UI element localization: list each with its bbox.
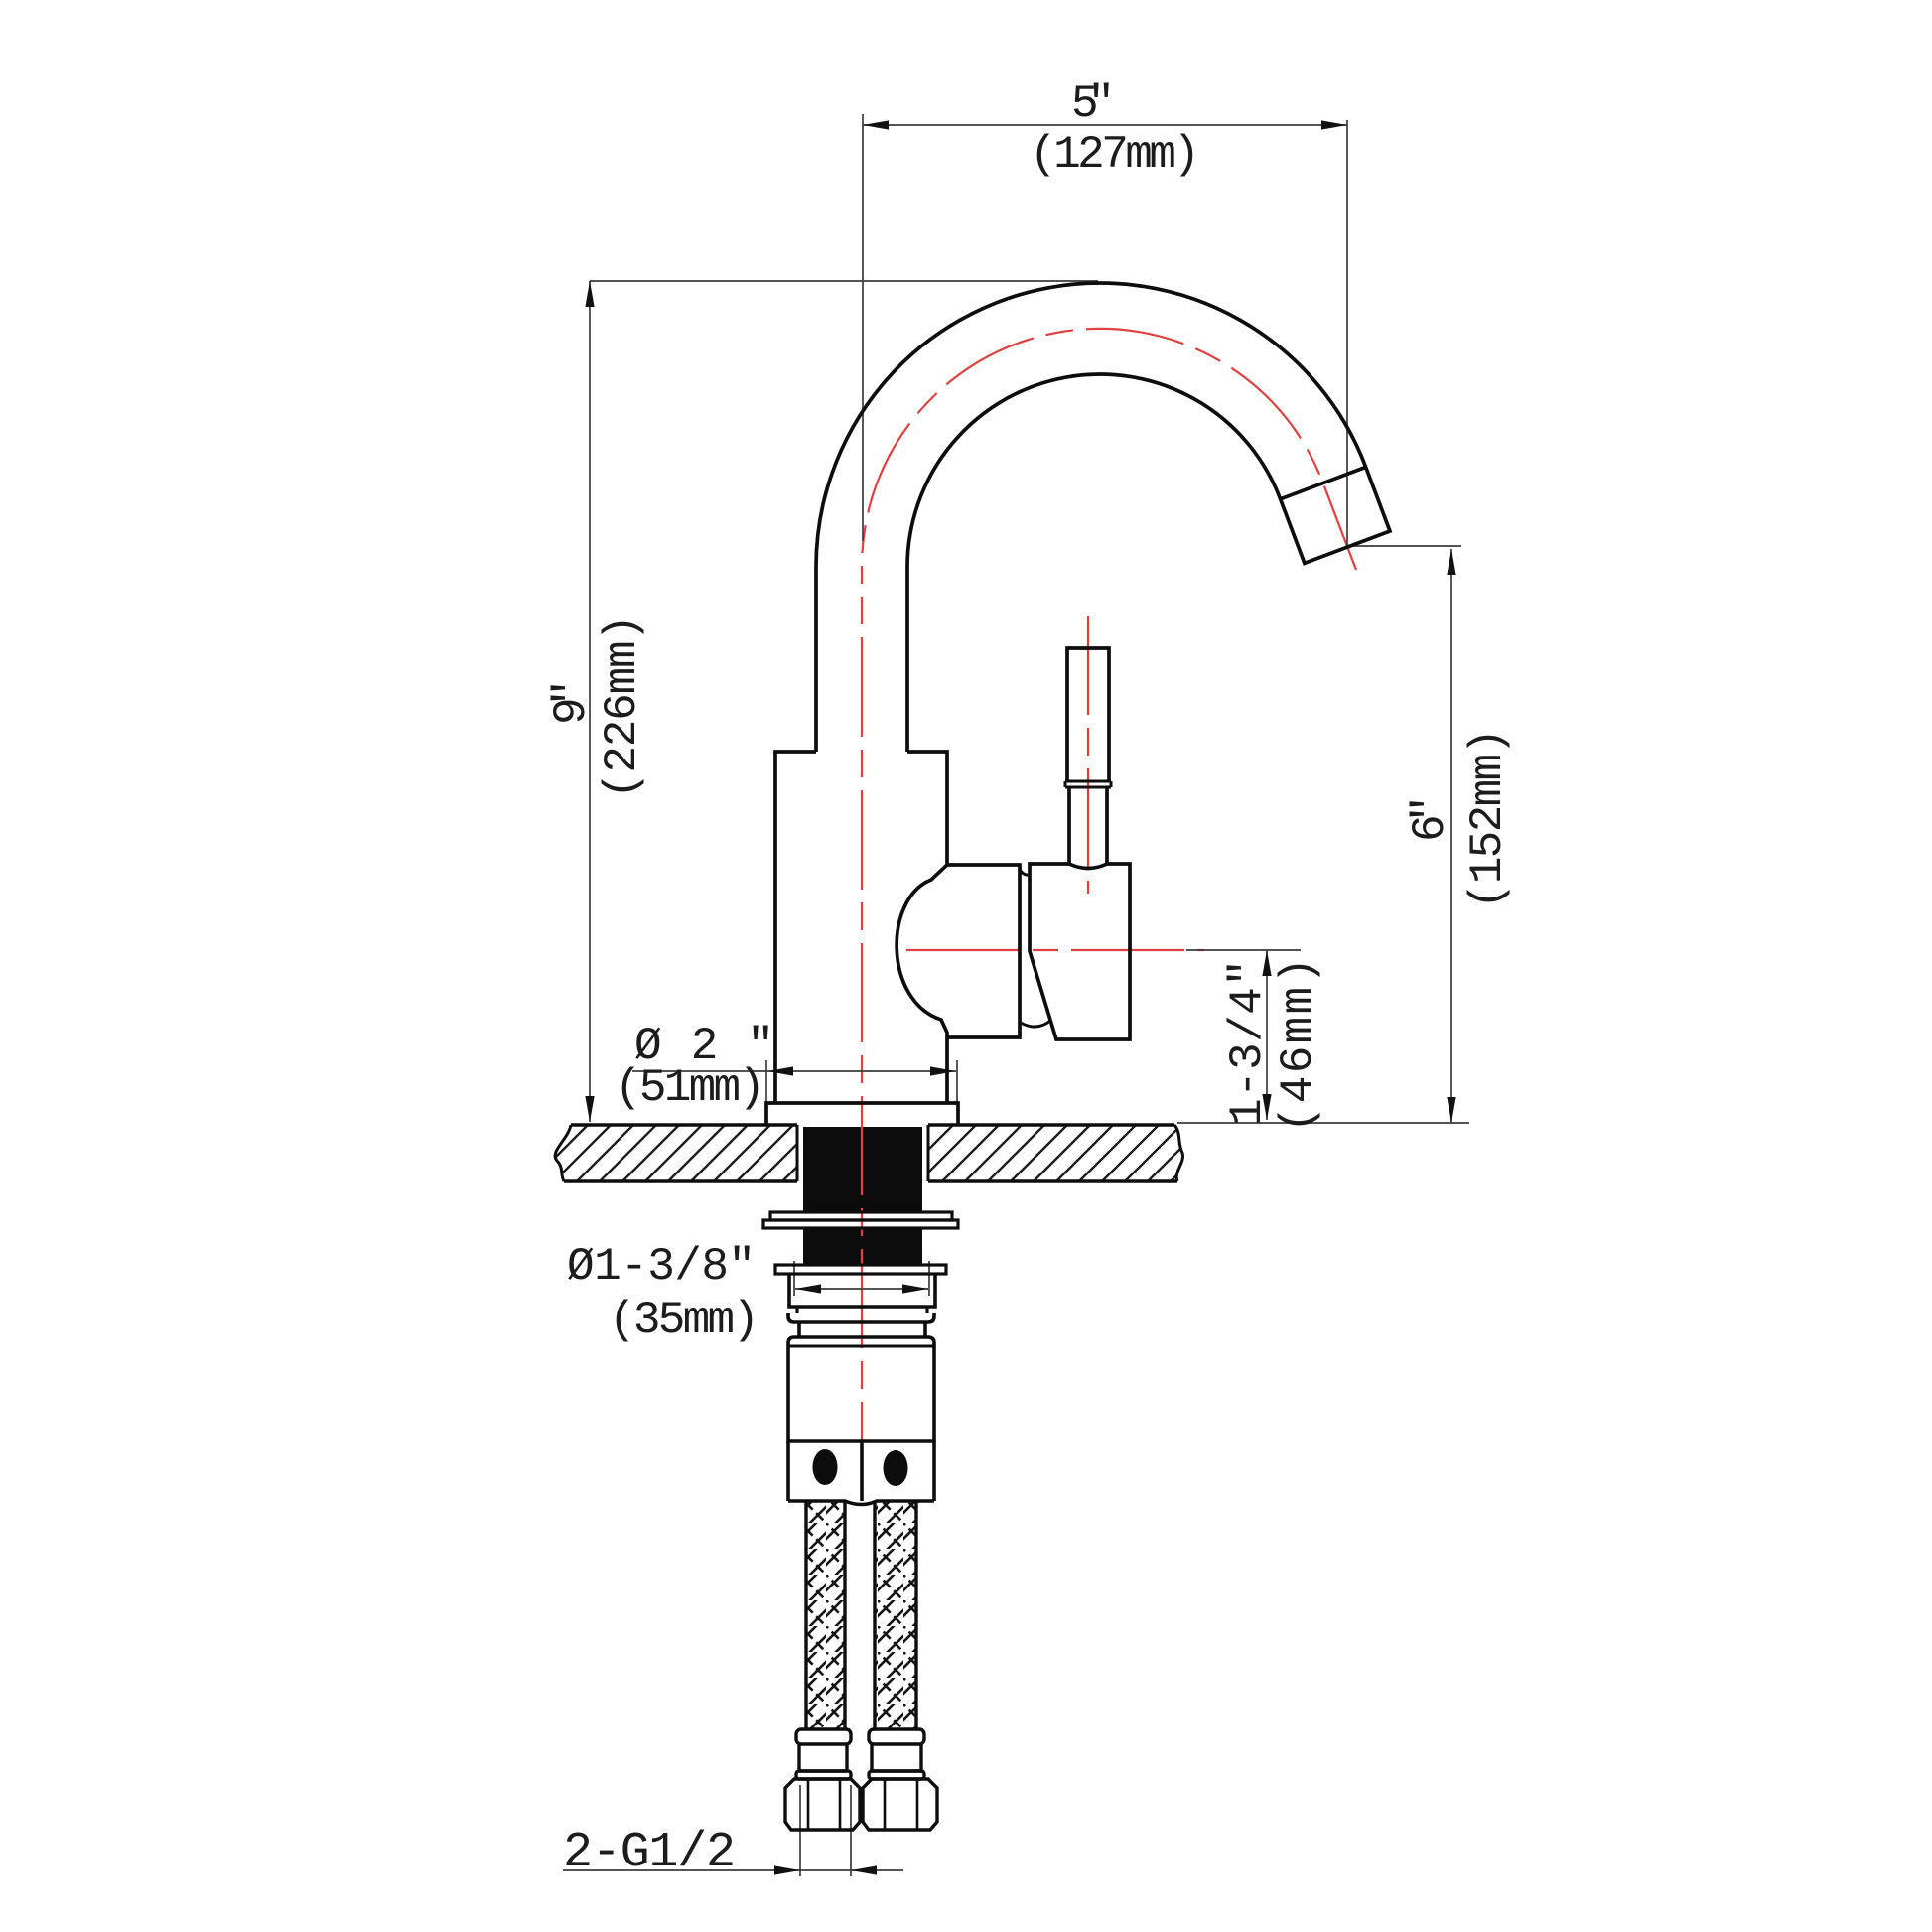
- svg-text:(35mm): (35mm): [609, 1295, 759, 1346]
- svg-text:Ø1-3/8": Ø1-3/8": [567, 1241, 756, 1293]
- svg-text:(51mm): (51mm): [615, 1062, 765, 1114]
- svg-text:2-G1/2: 2-G1/2: [563, 1825, 736, 1881]
- svg-text:Ø2": Ø2": [634, 1021, 774, 1072]
- svg-text:9": 9": [546, 679, 598, 725]
- svg-text:1-3/4": 1-3/4": [1222, 959, 1274, 1126]
- svg-text:5": 5": [1071, 78, 1115, 130]
- svg-text:(152mm): (152mm): [1462, 728, 1514, 909]
- svg-text:(226mm): (226mm): [597, 615, 648, 799]
- svg-text:(127mm): (127mm): [1030, 129, 1200, 181]
- svg-text:6": 6": [1405, 795, 1456, 842]
